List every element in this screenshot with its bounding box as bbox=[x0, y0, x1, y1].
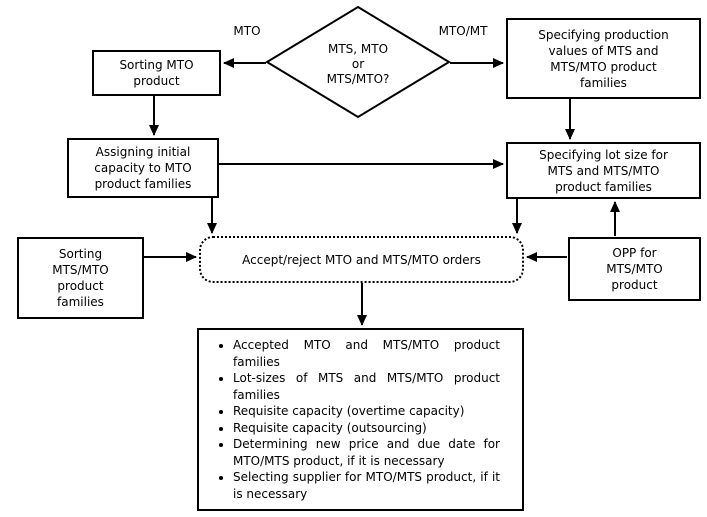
output-item: Determining new price and due date for M… bbox=[233, 436, 512, 469]
node-sorting-mtsmto-families: Sorting MTS/MTO product families bbox=[17, 237, 144, 319]
node-specifying-production-values: Specifying production values of MTS and … bbox=[506, 18, 701, 99]
node-sorting-mto-product: Sorting MTO product bbox=[92, 50, 221, 96]
edge-label-mto: MTO bbox=[233, 24, 261, 38]
decision-diamond-shape bbox=[265, 5, 451, 119]
node-accept-reject-orders: Accept/reject MTO and MTS/MTO orders bbox=[199, 236, 524, 283]
output-item: Requisite capacity (overtime capacity) bbox=[233, 403, 512, 420]
output-item: Lot-sizes of MTS and MTS/MTO product fam… bbox=[233, 370, 512, 403]
decision-node-label: MTS, MTO or MTS/MTO? bbox=[326, 41, 390, 86]
edge-label-mto-mt: MTO/MT bbox=[438, 24, 488, 38]
node-opp-mtsmto-product: OPP for MTS/MTO product bbox=[568, 237, 701, 301]
output-list: Accepted MTO and MTS/MTO product familie… bbox=[199, 337, 512, 502]
output-item: Selecting supplier for MTO/MTS product, … bbox=[233, 469, 512, 502]
output-item: Requisite capacity (outsourcing) bbox=[233, 420, 512, 437]
node-assigning-initial-capacity: Assigning initial capacity to MTO produc… bbox=[67, 138, 219, 198]
node-specifying-lot-size: Specifying lot size for MTS and MTS/MTO … bbox=[506, 142, 701, 199]
node-outputs-list: Accepted MTO and MTS/MTO product familie… bbox=[197, 328, 524, 511]
output-item: Accepted MTO and MTS/MTO product familie… bbox=[233, 337, 512, 370]
